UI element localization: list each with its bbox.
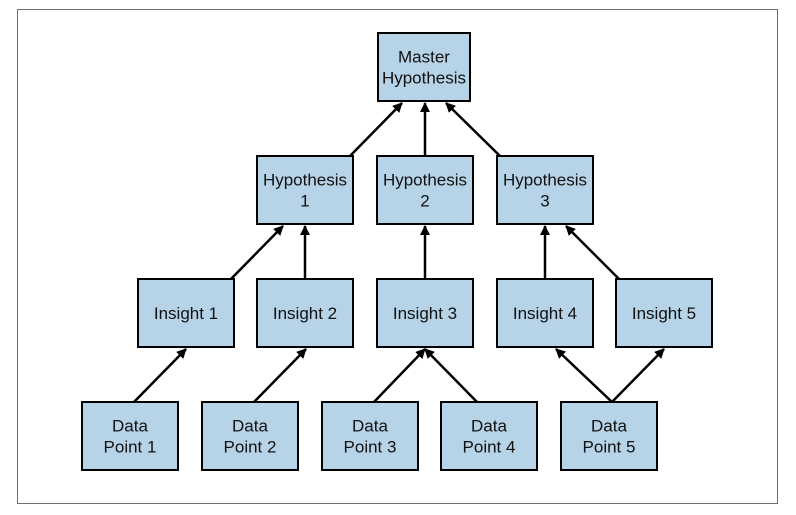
node-label: Point 5 — [583, 438, 636, 457]
node-box — [496, 278, 594, 348]
node-box — [560, 401, 658, 471]
node-label: Insight 5 — [632, 304, 696, 323]
nodes-layer: MasterHypothesisHypothesis1Hypothesis2Hy… — [81, 32, 713, 471]
node-label: Insight 1 — [154, 304, 218, 323]
node-label: Hypothesis — [382, 69, 466, 88]
node-label: Master — [398, 48, 450, 67]
node-i1: Insight 1 — [137, 278, 235, 348]
node-i4: Insight 4 — [496, 278, 594, 348]
node-label: Data — [471, 417, 507, 436]
arrow-d5-to-i4 — [555, 348, 613, 403]
node-label: Point 4 — [463, 438, 516, 457]
node-box — [615, 278, 713, 348]
node-label: Insight 4 — [513, 304, 577, 323]
arrow-i1-to-h1 — [230, 225, 284, 280]
node-box — [201, 401, 299, 471]
node-box — [376, 278, 474, 348]
node-box — [256, 278, 354, 348]
arrow-h3-to-master — [445, 102, 501, 157]
node-label: Data — [591, 417, 627, 436]
node-label: Hypothesis — [263, 171, 347, 190]
arrow-d3-to-i3 — [373, 348, 426, 403]
node-box — [376, 155, 474, 225]
arrow-d2-to-i2 — [253, 348, 307, 403]
node-box — [256, 155, 354, 225]
node-i3: Insight 3 — [376, 278, 474, 348]
node-label: Point 2 — [224, 438, 277, 457]
node-h3: Hypothesis 3 — [496, 155, 594, 225]
node-box — [377, 32, 471, 102]
node-label: 2 — [420, 192, 429, 211]
node-label: Insight 2 — [273, 304, 337, 323]
node-label: 1 — [300, 192, 309, 211]
node-label: Hypothesis — [383, 171, 467, 190]
node-label: Insight 3 — [393, 304, 457, 323]
node-h2: Hypothesis 2 — [376, 155, 474, 225]
arrow-i5-to-h3 — [565, 225, 620, 280]
node-box — [496, 155, 594, 225]
arrow-h1-to-master — [349, 102, 403, 157]
node-box — [137, 278, 235, 348]
edges-layer — [133, 102, 665, 403]
arrow-d1-to-i1 — [133, 348, 187, 403]
node-h1: Hypothesis 1 — [256, 155, 354, 225]
node-label: Data — [232, 417, 268, 436]
node-label: Data — [112, 417, 148, 436]
arrow-d4-to-i3 — [424, 348, 478, 403]
node-i2: Insight 2 — [256, 278, 354, 348]
node-label: 3 — [540, 192, 549, 211]
node-label: Point 1 — [104, 438, 157, 457]
node-i5: Insight 5 — [615, 278, 713, 348]
node-label: Point 3 — [344, 438, 397, 457]
node-label: Hypothesis — [503, 171, 587, 190]
node-box — [81, 401, 179, 471]
node-box — [440, 401, 538, 471]
node-label: Data — [352, 417, 388, 436]
node-box — [321, 401, 419, 471]
arrow-d5-to-i5 — [611, 348, 665, 403]
